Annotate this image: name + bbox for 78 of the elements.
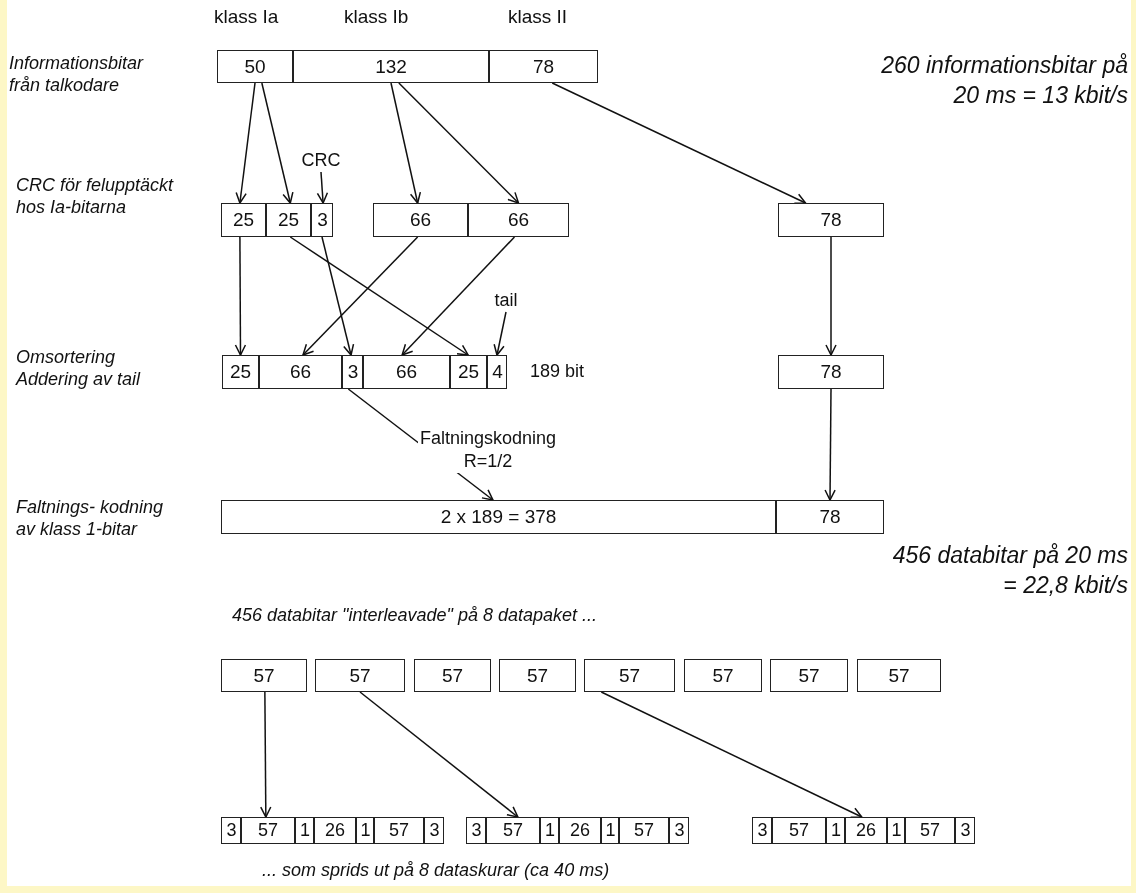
bit-field-cell: 4 bbox=[487, 355, 507, 389]
bit-field-cell: 50 bbox=[217, 50, 293, 83]
bit-field-cell: 1 bbox=[295, 817, 314, 844]
bit-field-cell: 57 bbox=[414, 659, 491, 692]
bit-field-cell: 1 bbox=[826, 817, 845, 844]
bit-field-cell: 25 bbox=[221, 203, 266, 237]
bit-field-cell: 78 bbox=[778, 355, 884, 389]
bit-field-cell: 3 bbox=[424, 817, 444, 844]
bit-field-cell: 1 bbox=[356, 817, 374, 844]
arrow bbox=[289, 236, 469, 356]
bit-field-cell: 26 bbox=[559, 817, 601, 844]
bit-field-cell: 78 bbox=[489, 50, 598, 83]
bit-field-cell: 3 bbox=[955, 817, 975, 844]
arrow bbox=[825, 236, 837, 356]
bit-field-cell: 66 bbox=[363, 355, 450, 389]
row-caption: Informationsbitar från talkodare bbox=[9, 52, 145, 96]
bit-field-cell: 57 bbox=[619, 817, 669, 844]
bit-field-cell: 57 bbox=[905, 817, 955, 844]
bit-field-cell: 78 bbox=[776, 500, 884, 534]
arrow bbox=[600, 691, 863, 818]
tail-label: tail bbox=[484, 288, 528, 312]
bit-field-cell: 3 bbox=[466, 817, 486, 844]
bit-field-cell: 1 bbox=[540, 817, 559, 844]
arrow bbox=[316, 171, 329, 204]
arrow bbox=[401, 236, 516, 356]
arrow bbox=[390, 82, 422, 204]
note: ... som sprids ut på 8 dataskurar (ca 40 ms) bbox=[262, 859, 611, 881]
arrow bbox=[551, 82, 807, 204]
bit-field-cell: 57 bbox=[584, 659, 675, 692]
bit-field-cell: 3 bbox=[342, 355, 363, 389]
row-caption: Faltnings- kodning av klass 1-bitar bbox=[16, 496, 165, 540]
bit-field-cell: 132 bbox=[293, 50, 489, 83]
bit-field-cell: 25 bbox=[450, 355, 487, 389]
bit-field-cell: 57 bbox=[374, 817, 424, 844]
column-heading: klass Ia bbox=[214, 6, 280, 28]
arrow bbox=[234, 236, 247, 356]
column-heading: klass II bbox=[508, 6, 569, 28]
bit-field-cell: 57 bbox=[684, 659, 762, 692]
note: 456 databitar "interleavade" på 8 datapaket ... bbox=[232, 604, 599, 626]
rate-note: 456 databitar på 20 ms = 22,8 kbit/s bbox=[891, 541, 1128, 600]
arrow bbox=[824, 388, 836, 501]
bit-field-cell: 66 bbox=[373, 203, 468, 237]
bit-field-cell: 3 bbox=[221, 817, 241, 844]
bit-field-cell: 26 bbox=[314, 817, 356, 844]
bit-field-cell: 57 bbox=[315, 659, 405, 692]
rate-note: 260 informationsbitar på 20 ms = 13 kbit/s bbox=[880, 51, 1128, 110]
crc-label: CRC bbox=[298, 148, 344, 172]
bit-field-cell: 57 bbox=[486, 817, 540, 844]
length-note: 189 bit bbox=[530, 360, 586, 382]
arrow bbox=[493, 311, 507, 356]
bit-field-cell: 26 bbox=[845, 817, 887, 844]
arrow bbox=[235, 82, 256, 204]
bit-field-cell: 1 bbox=[887, 817, 905, 844]
row-caption: CRC för felupptäckt hos Ia-bitarna bbox=[16, 174, 175, 218]
bit-field-cell: 25 bbox=[222, 355, 259, 389]
arrow bbox=[261, 82, 294, 204]
bit-field-cell: 57 bbox=[241, 817, 295, 844]
bit-field-cell: 3 bbox=[669, 817, 689, 844]
bit-field-cell: 66 bbox=[468, 203, 569, 237]
arrow bbox=[359, 691, 519, 818]
bit-field-cell: 3 bbox=[752, 817, 772, 844]
arrow bbox=[260, 691, 272, 818]
bit-field-cell: 57 bbox=[499, 659, 576, 692]
arrow bbox=[321, 236, 355, 356]
arrow bbox=[398, 82, 520, 204]
bit-field-cell: 78 bbox=[778, 203, 884, 237]
bit-field-cell: 1 bbox=[601, 817, 619, 844]
bit-field-cell: 3 bbox=[311, 203, 333, 237]
bit-field-cell: 66 bbox=[259, 355, 342, 389]
bit-field-cell: 57 bbox=[857, 659, 941, 692]
bit-field-cell: 2 x 189 = 378 bbox=[221, 500, 776, 534]
column-heading: klass Ib bbox=[344, 6, 410, 28]
row-caption: Omsortering Addering av tail bbox=[16, 346, 142, 390]
bit-field-cell: 25 bbox=[266, 203, 311, 237]
bit-field-cell: 57 bbox=[770, 659, 848, 692]
bit-field-cell: 57 bbox=[221, 659, 307, 692]
arrow bbox=[302, 236, 419, 356]
bit-field-cell: 57 bbox=[772, 817, 826, 844]
